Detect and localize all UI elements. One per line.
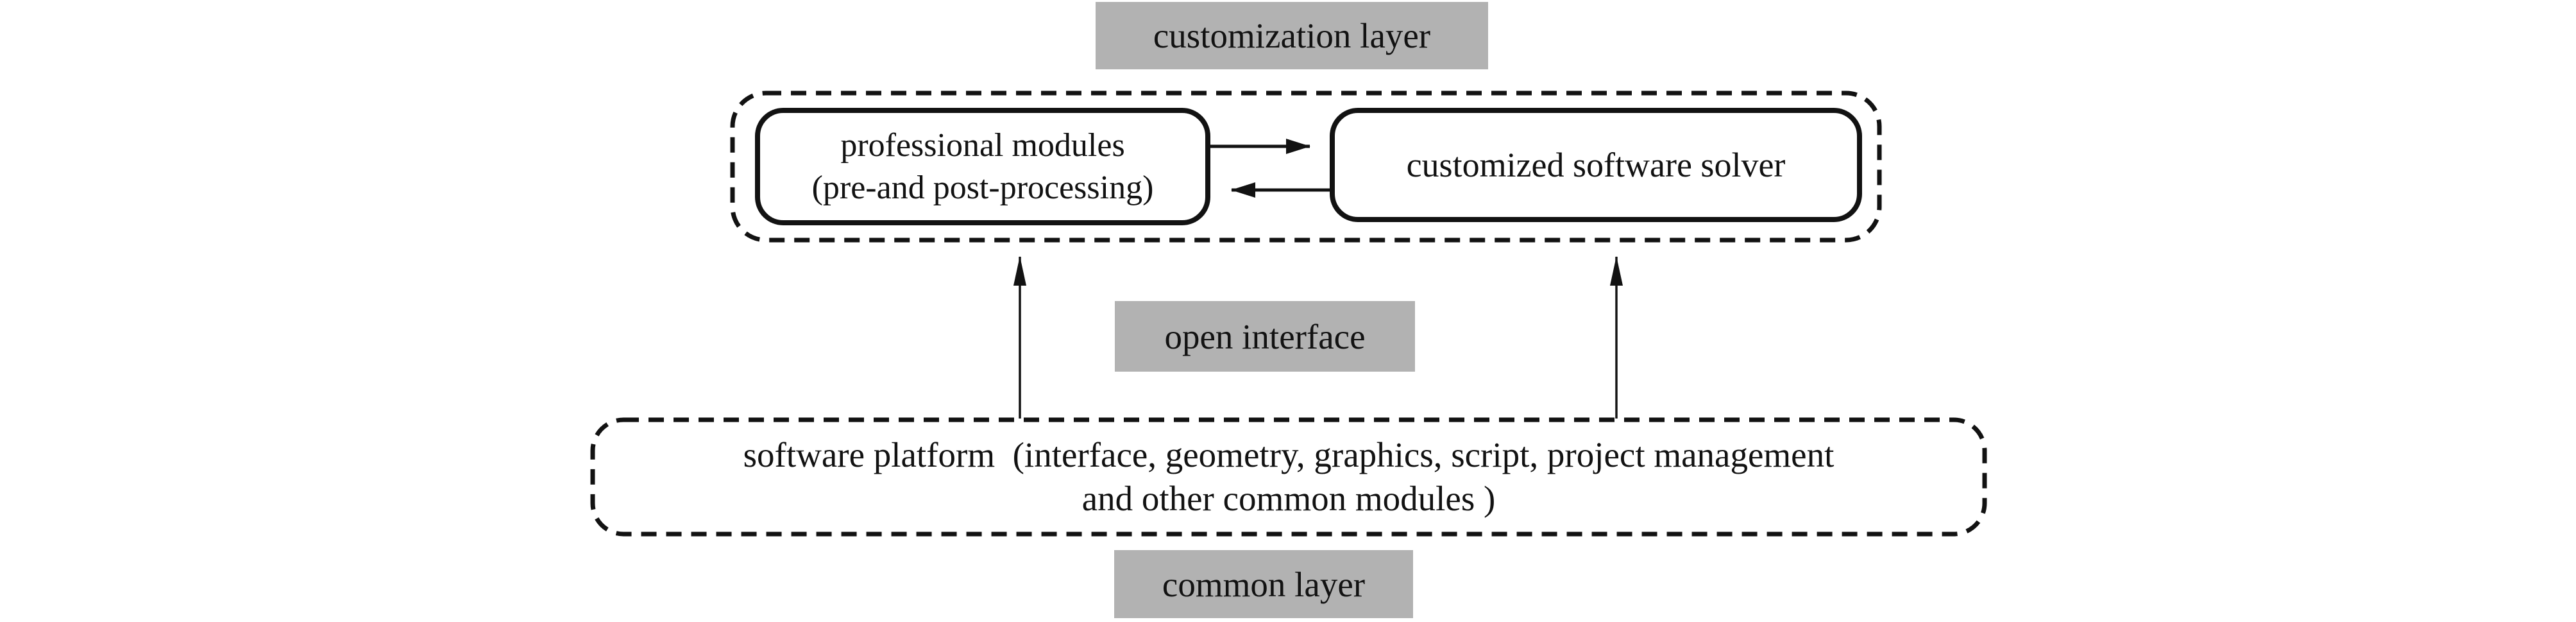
software-platform-box xyxy=(590,417,1987,537)
customization-group-box xyxy=(730,91,1882,243)
software-platform-line1: software platform (interface, geometry, … xyxy=(743,435,1835,474)
software-platform-line2: and other common modules ) xyxy=(1081,479,1496,518)
customized-solver-box xyxy=(1330,108,1862,222)
customized-solver-text: customized software solver xyxy=(1406,146,1786,184)
professional-modules-box xyxy=(755,108,1210,225)
software-platform-text: software platform (interface, geometry, … xyxy=(599,421,1978,533)
professional-modules-line2: (pre-and post-processing) xyxy=(811,169,1154,206)
professional-modules-text: professional modules (pre-and post-proce… xyxy=(758,110,1208,223)
customization-layer-label: customization layer xyxy=(1096,2,1488,69)
common-layer-label: common layer xyxy=(1114,550,1413,618)
professional-modules-line1: professional modules xyxy=(840,126,1125,164)
open-interface-label: open interface xyxy=(1115,301,1415,372)
